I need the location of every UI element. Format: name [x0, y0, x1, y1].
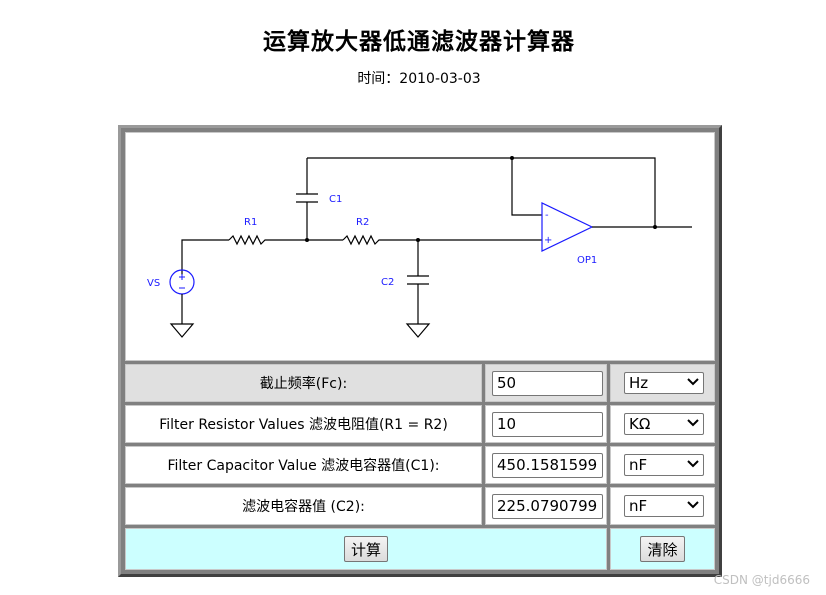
c2-label: C2 [381, 277, 394, 288]
chevron-down-icon [687, 460, 699, 468]
cutoff-frequency-cell: 50 [485, 364, 607, 402]
junction-dot [510, 156, 514, 160]
calculate-button[interactable]: 计算 [343, 536, 388, 562]
watermark: CSDN @tjd6666 [713, 573, 810, 587]
resistor-unit-value: KΩ [629, 415, 651, 433]
resistor-value-label: Filter Resistor Values 滤波电阻值(R1 = R2) [125, 405, 482, 443]
capacitor-c1-unit-cell: nF [610, 446, 715, 484]
page-date: 时间：2010-03-03 [357, 71, 481, 87]
junction-dot [305, 238, 309, 242]
chevron-down-icon [687, 419, 699, 427]
capacitor-c2-unit-select[interactable]: nF [624, 495, 704, 517]
capacitor-c1-label: Filter Capacitor Value 滤波电容器值(C1): [125, 446, 482, 484]
schematic-svg: C1 R1 R2 C2 VS OP1 - + [147, 156, 692, 338]
r2-label: R2 [356, 217, 369, 228]
vs-label: VS [147, 278, 160, 289]
junction-dot [416, 238, 420, 242]
opamp-triangle-icon [541, 202, 594, 252]
capacitor-c1-input[interactable]: 450.1581599 [492, 452, 603, 478]
capacitor-c2-label: 滤波电容器值 (C2): [125, 487, 482, 525]
chevron-down-icon [687, 501, 699, 509]
clear-button[interactable]: 清除 [640, 536, 685, 562]
cutoff-frequency-unit-cell: Hz [610, 364, 715, 402]
r1-label: R1 [244, 217, 257, 228]
vs-ground-icon [169, 323, 195, 338]
minus-input-wire [511, 158, 542, 216]
c1-label: C1 [329, 194, 342, 205]
r2-resistor [342, 234, 383, 246]
feedback-wire [307, 157, 656, 229]
cutoff-frequency-unit-select[interactable]: Hz [624, 372, 704, 394]
capacitor-c1-cell: 450.1581599 [485, 446, 607, 484]
cutoff-frequency-input[interactable]: 50 [492, 370, 603, 396]
resistor-unit-cell: KΩ [610, 405, 715, 443]
capacitor-c1-unit-select[interactable]: nF [624, 454, 704, 476]
capacitor-c1-unit-value: nF [629, 456, 648, 474]
cutoff-frequency-label: 截止频率(Fc): [125, 364, 482, 402]
capacitor-c2-input[interactable]: 225.0790799 [492, 493, 603, 519]
r1-resistor [228, 234, 269, 246]
resistor-value-input[interactable]: 10 [492, 411, 603, 437]
resistor-unit-select[interactable]: KΩ [624, 413, 704, 435]
opamp-minus-label: - [545, 210, 549, 221]
capacitor-c2-unit-value: nF [629, 497, 648, 515]
op1-label: OP1 [577, 255, 597, 266]
calculator-table: C1 R1 R2 C2 VS OP1 - + 截止频率(Fc): 50 Hz F… [118, 125, 722, 577]
calculate-cell: 计算 [125, 528, 607, 570]
resistor-value-cell: 10 [485, 405, 607, 443]
opamp-plus-label: + [544, 235, 552, 246]
cutoff-frequency-unit-value: Hz [629, 374, 649, 392]
junction-dot [653, 225, 657, 229]
capacitor-c2-unit-cell: nF [610, 487, 715, 525]
c2-ground-icon [405, 323, 431, 338]
chevron-down-icon [687, 378, 699, 386]
vs-to-r1-wire [181, 239, 229, 275]
page-title: 运算放大器低通滤波器计算器 [263, 29, 575, 55]
clear-cell: 清除 [610, 528, 715, 570]
circuit-diagram: C1 R1 R2 C2 VS OP1 - + [125, 132, 715, 361]
capacitor-c2-cell: 225.0790799 [485, 487, 607, 525]
